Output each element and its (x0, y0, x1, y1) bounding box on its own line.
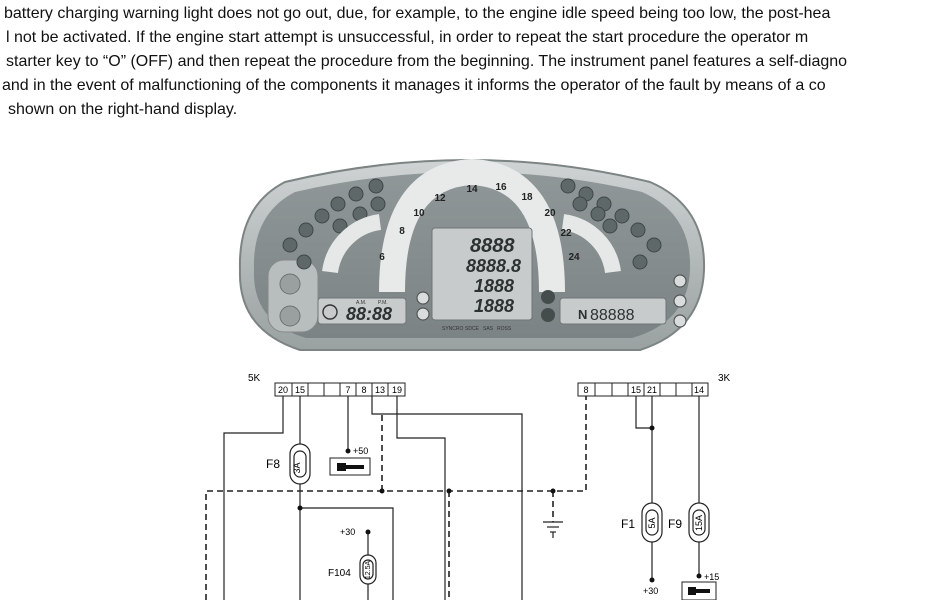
right-display (559, 297, 667, 325)
paragraph-line: l not be activated. If the engine start … (6, 29, 809, 46)
supply-label: +15 (704, 572, 719, 582)
pin-label: 15 (631, 385, 641, 395)
fuse-rating: 3A (292, 462, 302, 473)
connector-5k (274, 382, 406, 397)
tacho-number: 12 (434, 193, 446, 204)
connector-5k-pins: 20 15 7 8 13 19 (278, 385, 402, 395)
lcd-row2: 8888.8 (466, 256, 521, 276)
lcd-tag: SYNCRO (442, 326, 464, 332)
tacho-number: 22 (560, 228, 572, 239)
tachometer-numbers: 6 8 10 12 14 16 18 20 22 24 (379, 182, 580, 263)
tachometer-arc (379, 158, 565, 293)
right-segments: 88888 (590, 307, 635, 324)
gear-letter: N (578, 307, 587, 322)
paragraph-line: starter key to “O” (OFF) and then repeat… (6, 53, 848, 70)
clock-label: A.M. (356, 300, 366, 306)
fuse-label: F1 (621, 517, 635, 531)
lcd-row4: 1888 (474, 296, 514, 316)
pin-label: 8 (361, 385, 366, 395)
junction-dots (297, 425, 702, 583)
pin-label: 7 (345, 385, 350, 395)
connector-3k-label: 3K (718, 373, 731, 384)
lcd-tags: SYNCRO SDCE SAS ROSS (442, 326, 512, 332)
pin-label: 21 (647, 385, 657, 395)
tacho-number: 20 (544, 208, 556, 219)
fuse-label: F8 (266, 457, 280, 471)
pin-label: 20 (278, 385, 288, 395)
lcd-segments: 8888 8888.8 1888 1888 (466, 235, 521, 316)
tacho-number: 24 (568, 252, 580, 263)
fuse-label: F104 (328, 568, 351, 579)
pin-label: 8 (583, 385, 588, 395)
pin-label: 13 (375, 385, 385, 395)
key-switch-icon (681, 581, 717, 600)
clock-icon (322, 304, 338, 320)
fuse-rating: 5A (647, 517, 657, 528)
connector-3k (577, 382, 709, 397)
supply-label: +50 (353, 446, 368, 456)
left-warning-lights-icon (282, 178, 386, 270)
clock-label: P.M. (378, 300, 388, 306)
central-lcd (431, 227, 533, 321)
pin-label: 15 (295, 385, 305, 395)
tacho-number: 6 (379, 252, 385, 263)
tacho-number: 8 (399, 226, 405, 237)
lcd-lamp (541, 308, 555, 322)
center-indicators-icon (416, 291, 430, 321)
paragraph-line: battery charging warning light does not … (4, 5, 831, 22)
clock-readout: 88:88 (346, 304, 392, 324)
connector-3k-pins: 8 15 21 14 (583, 385, 704, 395)
tacho-number: 18 (521, 192, 533, 203)
paragraph-line: and in the event of malfunctioning of th… (2, 77, 826, 94)
fuse-rating: 12.5A (365, 561, 372, 580)
supply-label: +30 (643, 586, 658, 596)
ground-symbol-icon (543, 521, 563, 538)
tacho-number: 10 (413, 208, 425, 219)
clock-display (317, 297, 407, 325)
tacho-number: 16 (495, 182, 507, 193)
lcd-tag: ROSS (497, 326, 512, 332)
supply-label: +30 (340, 527, 355, 537)
right-side-indicators-icon (673, 274, 687, 328)
fuse-f1 (641, 502, 663, 543)
lcd-tag: SDCE (465, 326, 480, 332)
lcd-lamp (541, 290, 555, 304)
knob-icon (279, 273, 301, 295)
right-gauge-arc (561, 214, 621, 274)
key-switch-icon (329, 457, 371, 476)
pin-label: 14 (694, 385, 704, 395)
left-gauge-arc (322, 214, 382, 274)
fuse-f104 (359, 554, 377, 585)
solid-wires (223, 396, 700, 600)
knob-icon (279, 305, 301, 327)
fuse-rating: 15A (694, 515, 704, 531)
right-warning-lights-icon (560, 178, 662, 270)
pin-label: 19 (392, 385, 402, 395)
fuse-f9 (688, 502, 710, 543)
connector-5k-label: 5K (248, 373, 261, 384)
body-paragraph: battery charging warning light does not … (0, 2, 943, 122)
dashed-wires (205, 396, 587, 600)
fuse-label: F9 (668, 517, 682, 531)
lcd-row3: 1888 (474, 276, 514, 296)
paragraph-line: shown on the right-hand display. (8, 101, 238, 118)
lcd-row1: 8888 (470, 235, 515, 257)
tacho-number: 14 (466, 184, 478, 195)
fuse-f8 (289, 443, 311, 485)
lcd-tag: SAS (483, 326, 494, 332)
